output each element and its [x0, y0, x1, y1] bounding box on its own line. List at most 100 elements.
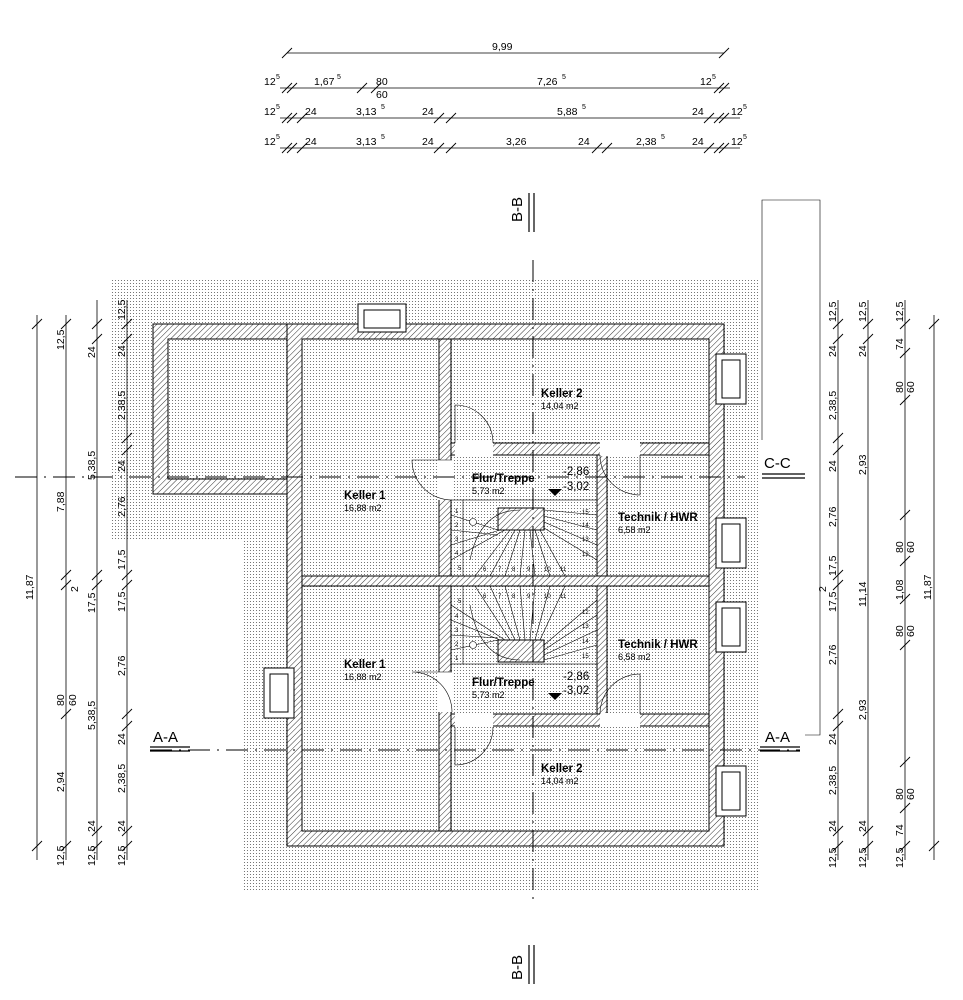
dim-value: 3,13	[356, 106, 377, 118]
dim-value: 12	[700, 76, 712, 88]
dim-value: 12,5	[827, 847, 839, 868]
step-number: 12	[582, 610, 589, 616]
room-name: Technik / HWR	[618, 512, 698, 524]
dim-value: 80	[376, 76, 388, 88]
dim-value: 24	[116, 820, 128, 832]
dim-value: 3,26	[506, 136, 527, 148]
dim-sup: 5	[276, 74, 280, 81]
dim-value: 12,5	[116, 299, 128, 320]
dim-value: 2,38	[636, 136, 657, 148]
dim-value: 12,5	[116, 845, 128, 866]
room-name: Keller 2	[541, 388, 583, 400]
door-openings	[438, 442, 640, 727]
dim-value: 11,87	[922, 574, 934, 600]
step-number: 11	[560, 567, 567, 573]
dim-value: 12,5	[55, 329, 67, 350]
dim-value: 2,38,5	[827, 766, 839, 795]
step-number: 10	[544, 567, 551, 573]
dim-value: 2,38,5	[827, 391, 839, 420]
dim-value: 12,5	[55, 845, 67, 866]
dim-value: 3,13	[356, 136, 377, 148]
dim-value: 24	[827, 460, 839, 472]
dim-value: 2,76	[116, 655, 128, 676]
dim-value: 24	[692, 106, 704, 118]
dim-value: 1,67	[314, 76, 335, 88]
dim-value: 11,14	[857, 581, 869, 607]
dim-value: 24	[578, 136, 590, 148]
dim-value: 11,87	[24, 574, 36, 600]
dim-value: 24	[86, 820, 98, 832]
stair-lower	[450, 585, 598, 665]
dim-value: 24	[827, 345, 839, 357]
dim-value: 80	[894, 541, 906, 553]
step-number: 13	[582, 624, 589, 630]
window-wells	[263, 303, 747, 817]
step-number: 15	[582, 654, 589, 660]
stair-step-numbers: 1 2 3 4 5 6 7 8 9 10 11 12 13 14 15 1 2 …	[455, 509, 589, 662]
rooms-lower: Keller 2 14,04 m2 Keller 1 16,88 m2 Flur…	[344, 639, 698, 786]
dim-value: 60	[905, 625, 917, 637]
dim-value: 2,94	[55, 771, 67, 792]
dim-value: 1,08	[894, 579, 906, 600]
dim-value: 60	[905, 541, 917, 553]
dim-value: 24	[116, 460, 128, 472]
section-label-cc: C-C	[764, 455, 791, 472]
dim-sup: 5	[712, 74, 716, 81]
dim-value: 60	[67, 694, 79, 706]
dim-sup: 5	[743, 104, 747, 111]
dim-value: 7,88	[55, 491, 67, 512]
dim-value: 5,38,5	[86, 451, 98, 480]
dim-value: 24	[422, 136, 434, 148]
dim-value: 24	[116, 345, 128, 357]
dim-value: 24	[692, 136, 704, 148]
dim-value: 12	[731, 106, 743, 118]
step-number: 1	[455, 509, 459, 515]
dim-value: 17,5	[827, 591, 839, 612]
step-number: 4	[455, 614, 459, 620]
dim-sup: 5	[661, 134, 665, 141]
room-area: 5,73 m2	[472, 690, 505, 700]
dim-value: 2	[69, 586, 81, 592]
step-number: 7	[498, 567, 502, 573]
dim-value: 17,5	[116, 591, 128, 612]
room-area: 16,88 m2	[344, 503, 382, 513]
dim-value: 12,5	[86, 845, 98, 866]
step-number: 13	[582, 537, 589, 543]
dim-value: 74	[894, 824, 906, 836]
room-name: Flur/Treppe	[472, 677, 535, 689]
dim-sup: 5	[562, 74, 566, 81]
room-name: Flur/Treppe	[472, 473, 535, 485]
dim-value: 80	[894, 625, 906, 637]
dim-value: 12,5	[857, 847, 869, 868]
dim-value: 74	[894, 338, 906, 350]
step-number: 4	[455, 551, 459, 557]
dim-value: 80	[55, 694, 67, 706]
step-number: 6	[483, 594, 487, 600]
dim-value: 24	[857, 345, 869, 357]
dimension-chain-left: 11,87 12,5 7,88 2 80 60 2,94 12,5 24 5,3…	[24, 299, 133, 866]
room-name: Keller 2	[541, 763, 583, 775]
section-lines	[15, 193, 821, 984]
dim-value: 12,5	[827, 301, 839, 322]
room-name: Keller 1	[344, 490, 386, 502]
dim-value: 2,93	[857, 699, 869, 720]
dim-value: 60	[905, 381, 917, 393]
step-number: 8	[512, 567, 516, 573]
room-area: 5,73 m2	[472, 486, 505, 496]
section-label-aa-right: A-A	[765, 729, 790, 746]
step-number: 7	[498, 594, 502, 600]
step-number: 11	[560, 594, 567, 600]
dim-value: 2,76	[827, 506, 839, 527]
step-number: 9	[527, 567, 531, 573]
dim-value: 2	[817, 586, 829, 592]
dim-value: 60	[905, 788, 917, 800]
stair-upper	[450, 499, 598, 577]
dim-value: 5,88	[557, 106, 578, 118]
dimension-chain-right: 12,5 24 2,38,5 24 2,76 17,5 2 17,5 2,76 …	[817, 300, 940, 868]
level-marker-icon	[548, 693, 562, 700]
dim-value: 12	[264, 136, 276, 148]
step-number: 2	[455, 642, 459, 648]
level-bottom: -3,02	[563, 481, 589, 493]
